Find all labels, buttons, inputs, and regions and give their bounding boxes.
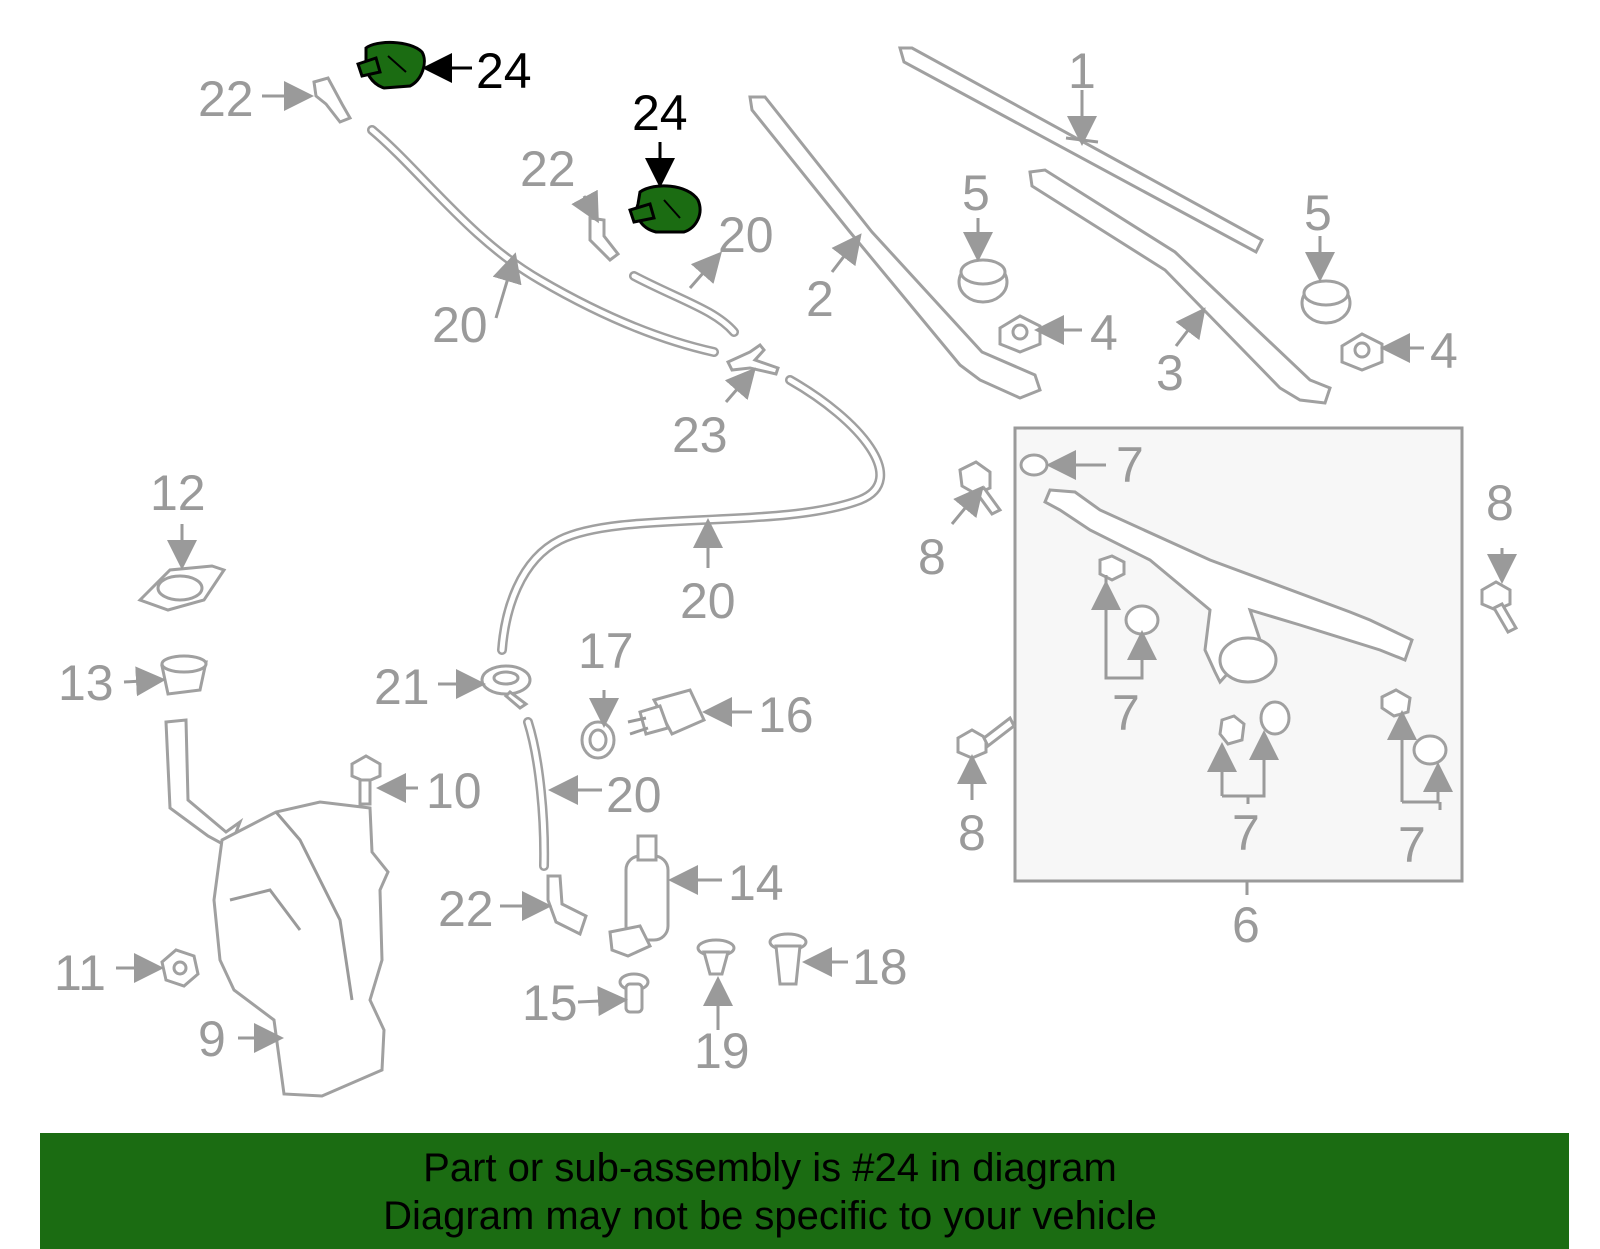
- label-3: 3: [1156, 345, 1184, 401]
- label-16: 16: [758, 687, 814, 743]
- washer-pump-part-16: [627, 688, 707, 736]
- label-7d: 7: [1398, 817, 1426, 873]
- label-4b: 4: [1430, 323, 1458, 379]
- label-6: 6: [1232, 897, 1260, 953]
- label-20a: 20: [432, 297, 488, 353]
- label-12: 12: [150, 465, 206, 521]
- label-9: 9: [198, 1011, 226, 1067]
- label-5a: 5: [962, 165, 990, 221]
- wiper-arm-part-2: [748, 95, 1042, 400]
- clip-part-18: [768, 932, 808, 986]
- label-22c: 22: [438, 881, 494, 937]
- grommet-part-17: [580, 720, 616, 760]
- bolt-part-10: [350, 754, 382, 806]
- washer-nozzle-part-24b: [628, 184, 702, 234]
- seal-part-15: [618, 972, 650, 1014]
- label-10: 10: [426, 763, 482, 819]
- washer-hose-lower: [523, 717, 550, 871]
- washer-hose-upper: [367, 125, 719, 357]
- y-connector-part-23: [725, 342, 780, 376]
- washer-pump-part-14: [608, 834, 670, 958]
- info-banner: Part or sub-assembly is #24 in diagram D…: [40, 1133, 1569, 1249]
- banner-line-1: Part or sub-assembly is #24 in diagram: [423, 1146, 1117, 1190]
- label-4a: 4: [1090, 305, 1118, 361]
- label-22b: 22: [520, 141, 576, 197]
- label-20c: 20: [680, 573, 736, 629]
- grommet-part-21: [480, 664, 532, 710]
- wiper-arm-part-3: [1028, 168, 1332, 405]
- bolt-part-8b: [956, 715, 1016, 760]
- elbow-part-22c: [546, 874, 588, 937]
- clip-part-22b: [588, 216, 621, 262]
- clip-part-22a: [312, 76, 353, 124]
- label-7a: 7: [1116, 437, 1144, 493]
- label-8a: 8: [918, 529, 946, 585]
- label-5b: 5: [1304, 185, 1332, 241]
- nut-part-4b: [1340, 332, 1384, 372]
- label-1: 1: [1068, 43, 1096, 99]
- bolt-part-8c: [1480, 580, 1519, 634]
- cap-part-5b: [1300, 279, 1352, 325]
- label-2: 2: [806, 271, 834, 327]
- leader-lines: [116, 53, 1517, 1053]
- washer-hose-main: [497, 375, 886, 655]
- label-15: 15: [522, 975, 578, 1031]
- label-21: 21: [374, 659, 430, 715]
- wiper-linkage-assembly: [1019, 453, 1448, 766]
- label-7c: 7: [1232, 805, 1260, 861]
- label-18: 18: [852, 939, 908, 995]
- label-13: 13: [58, 655, 114, 711]
- label-14: 14: [728, 855, 784, 911]
- reservoir-part-9: [164, 718, 390, 1098]
- filler-neck-part-13: [160, 654, 208, 696]
- label-7b: 7: [1112, 685, 1140, 741]
- label-20b: 20: [718, 207, 774, 263]
- washer-hose-short: [629, 271, 739, 337]
- label-20d: 20: [606, 767, 662, 823]
- label-24b: 24: [632, 85, 688, 141]
- label-19: 19: [694, 1023, 750, 1079]
- banner-line-2: Diagram may not be specific to your vehi…: [383, 1194, 1157, 1238]
- nut-part-4a: [998, 314, 1042, 354]
- nut-part-11: [160, 948, 200, 988]
- label-23: 23: [672, 407, 728, 463]
- washer-nozzle-part-24a: [356, 41, 426, 90]
- label-17: 17: [578, 623, 634, 679]
- label-8c: 8: [1486, 475, 1514, 531]
- clip-part-19: [696, 938, 736, 976]
- label-8b: 8: [958, 805, 986, 861]
- label-24a: 24: [476, 43, 532, 99]
- cap-part-5a: [957, 258, 1009, 304]
- filler-cap-part-12: [137, 564, 227, 612]
- label-11: 11: [54, 945, 106, 1001]
- label-22a: 22: [198, 71, 254, 127]
